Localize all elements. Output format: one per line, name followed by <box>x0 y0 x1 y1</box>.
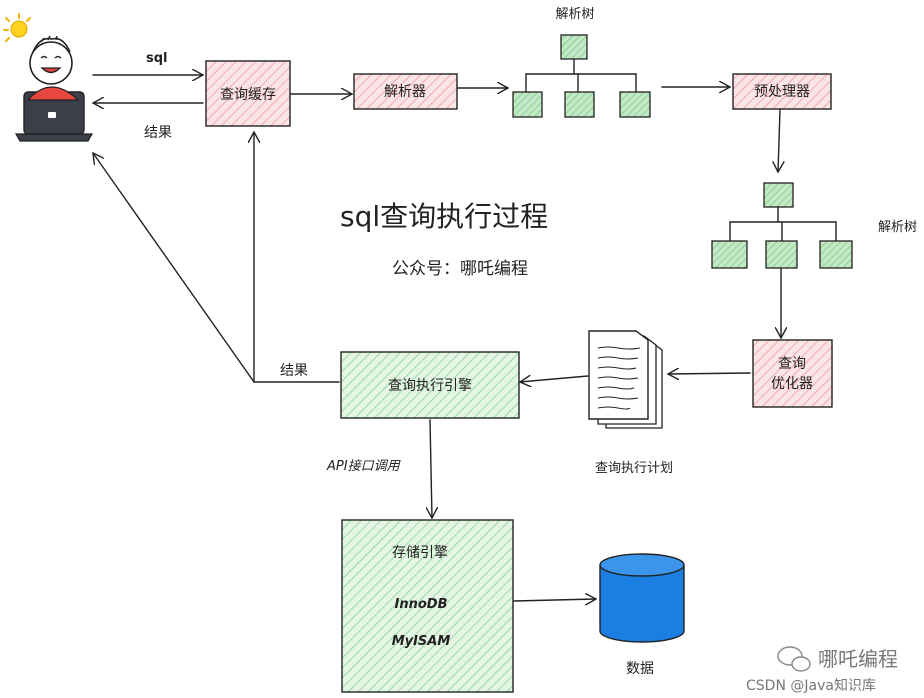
sql-edge-label: sql <box>146 51 168 66</box>
watermark-credit: CSDN @Java知识库 <box>746 677 876 694</box>
arrows <box>93 75 781 601</box>
data-label: 数据 <box>626 661 654 677</box>
watermark-brand: 哪吒编程 <box>818 647 898 671</box>
myisam-label: MyISAM <box>392 634 451 649</box>
parser-label: 解析器 <box>384 84 426 100</box>
sun-icon <box>3 13 31 42</box>
parse-tree-1: 解析树 <box>512 7 651 118</box>
diagram-title: sql查询执行过程 <box>340 200 548 233</box>
api-edge-label: API接口调用 <box>326 459 402 474</box>
storage-engine-box: 存储引擎 InnoDB MyISAM <box>341 519 514 693</box>
preprocessor-label: 预处理器 <box>754 84 810 100</box>
execution-engine-box: 查询执行引擎 <box>340 351 520 419</box>
execution-plan-label: 查询执行计划 <box>595 461 673 476</box>
document-stack-icon <box>588 330 663 429</box>
optimizer-label-line1: 查询 <box>778 356 806 372</box>
laptop-icon <box>14 86 94 142</box>
parser-box: 解析器 <box>353 73 458 110</box>
parse-tree-2-label: 解析树 <box>878 220 917 235</box>
preprocessor-box: 预处理器 <box>732 73 832 110</box>
parse-tree-1-label: 解析树 <box>555 7 594 22</box>
parse-tree-2: 解析树 <box>711 182 917 269</box>
result-client-edge-label: 结果 <box>144 125 172 141</box>
optimizer-label-line2: 优化器 <box>771 376 813 392</box>
execution-engine-label: 查询执行引擎 <box>388 378 472 394</box>
diagram-subtitle: 公众号：哪吒编程 <box>392 259 528 279</box>
result-engine-edge-label: 结果 <box>280 363 308 379</box>
query-cache-label: 查询缓存 <box>220 87 276 103</box>
optimizer-box: 查询 优化器 <box>752 339 833 408</box>
user-avatar-icon <box>29 35 73 85</box>
wechat-icon <box>777 646 811 672</box>
query-cache-box: 查询缓存 <box>205 60 291 127</box>
database-icon <box>599 553 685 643</box>
storage-engine-label: 存储引擎 <box>392 545 448 561</box>
innodb-label: InnoDB <box>395 597 448 612</box>
